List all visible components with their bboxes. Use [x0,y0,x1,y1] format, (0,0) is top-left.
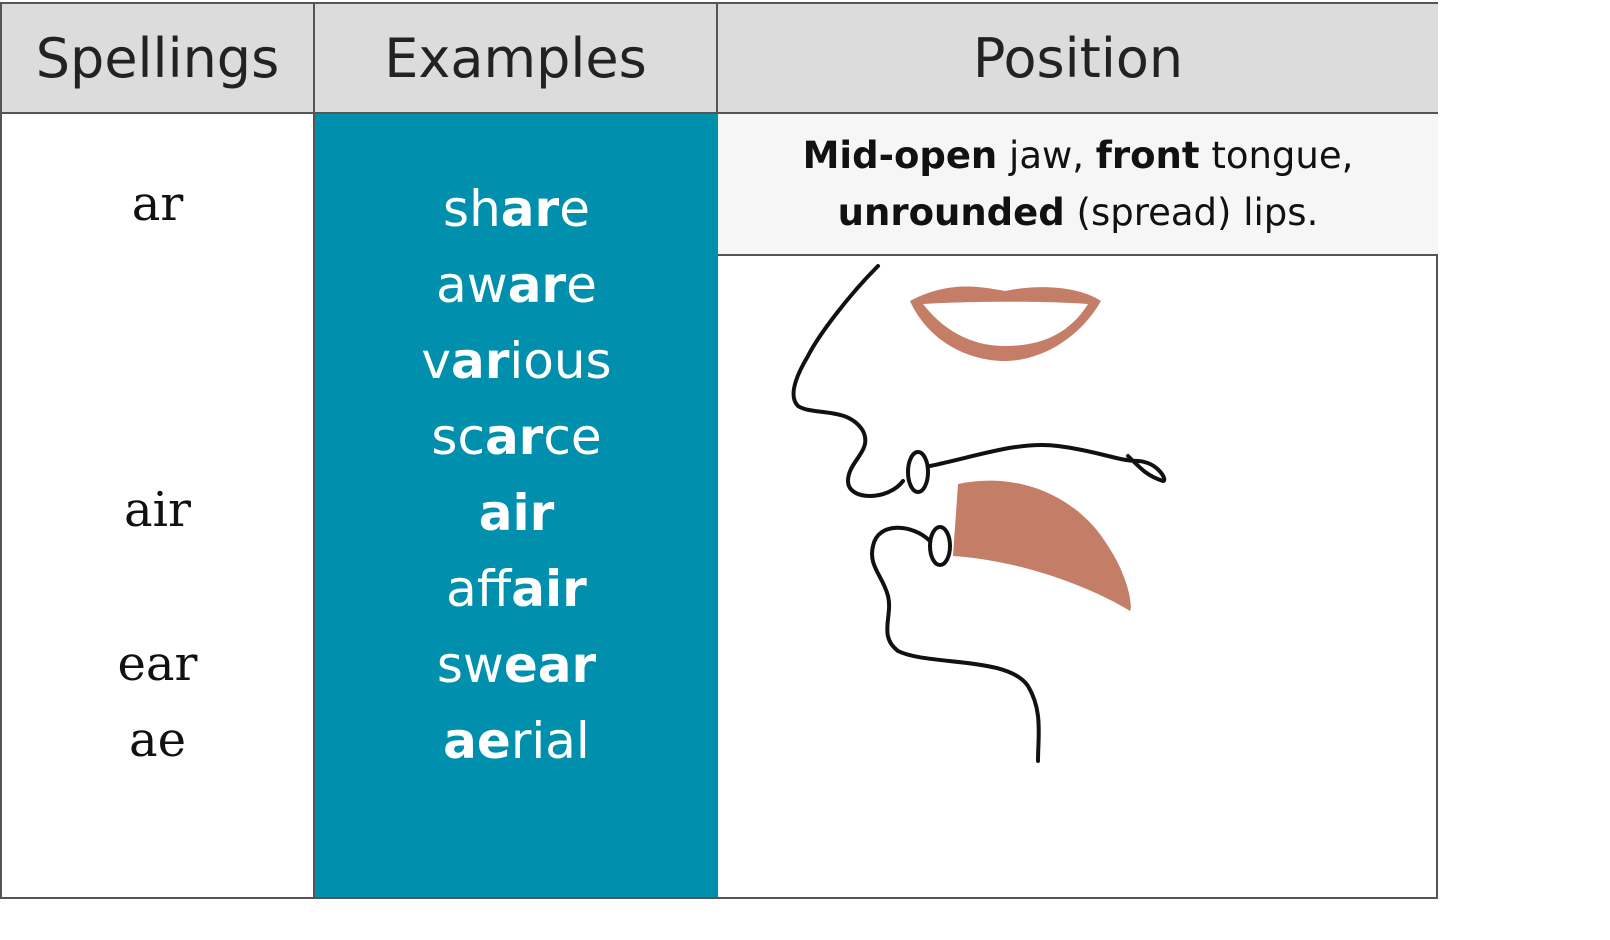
description-line-1: Mid-open jaw, front tongue, [802,133,1354,177]
header-position: Position [718,4,1438,114]
spellings-column: ar air ear ae [2,114,315,897]
spelling-air: air [124,482,191,538]
description-line-2: unrounded (spread) lips. [837,191,1319,234]
example-word: scarce [431,408,602,466]
example-word: affair [446,560,587,618]
lower-teeth [928,525,952,567]
example-word: various [421,332,612,390]
spelling-ear: ear [117,636,198,692]
position-description: Mid-open jaw, front tongue, unrounded (s… [718,114,1438,256]
example-word: air [478,484,555,542]
spread-lips [910,286,1101,361]
spelling-ae: ae [128,712,187,768]
nose-outline [791,264,905,498]
mouth-position-illustration [791,264,1167,763]
upper-teeth [906,450,930,494]
example-word: share [443,180,590,238]
example-word: aware [436,256,597,314]
tongue [953,480,1131,611]
chin-outline [870,525,1041,763]
spelling-ar: ar [131,176,184,232]
header-examples: Examples [315,4,718,114]
mouth-diagram [718,256,1438,897]
vowel-table: Spellings Examples Position ar air ear a… [0,2,1438,899]
examples-column: share aware various scarce air affair sw… [315,114,718,897]
example-word: swear [436,636,597,694]
example-word: aerial [443,712,590,770]
header-spellings: Spellings [2,4,315,114]
palate-outline [928,443,1167,484]
